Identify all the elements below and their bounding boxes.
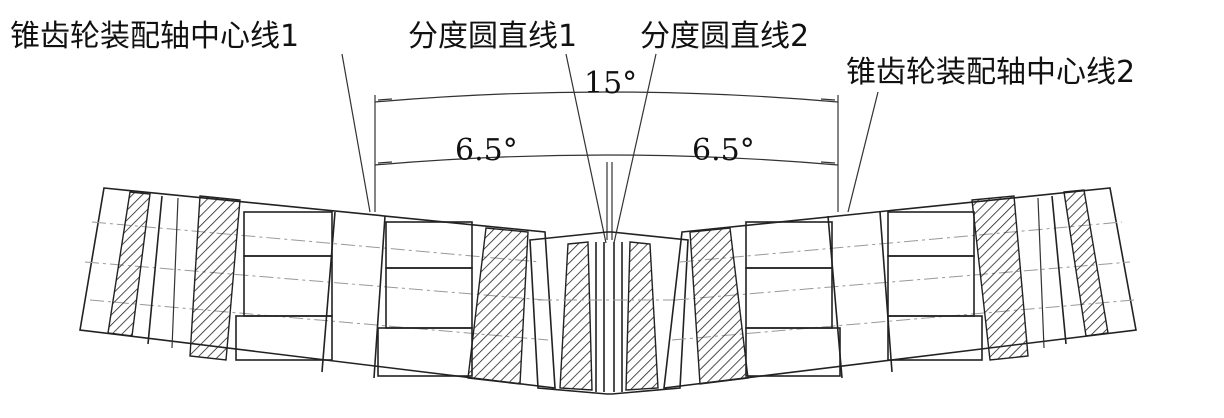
angle-label-left: 6.5° xyxy=(455,133,518,168)
axis-label-right: 锥齿轮装配轴中心线2 xyxy=(846,55,1135,90)
ring-segment-left xyxy=(79,187,556,389)
center-coupling xyxy=(529,231,689,395)
dimension-lines xyxy=(374,91,839,240)
ring-segment-right xyxy=(663,187,1137,389)
pitch-line-label-left: 分度圆直线1 xyxy=(408,19,577,54)
angle-label-total: 15° xyxy=(584,66,637,101)
pitch-line-label-right: 分度圆直线2 xyxy=(640,19,809,54)
angle-label-right: 6.5° xyxy=(692,133,755,168)
axis-label-left: 锥齿轮装配轴中心线1 xyxy=(10,19,299,54)
leader-lines xyxy=(341,53,879,244)
